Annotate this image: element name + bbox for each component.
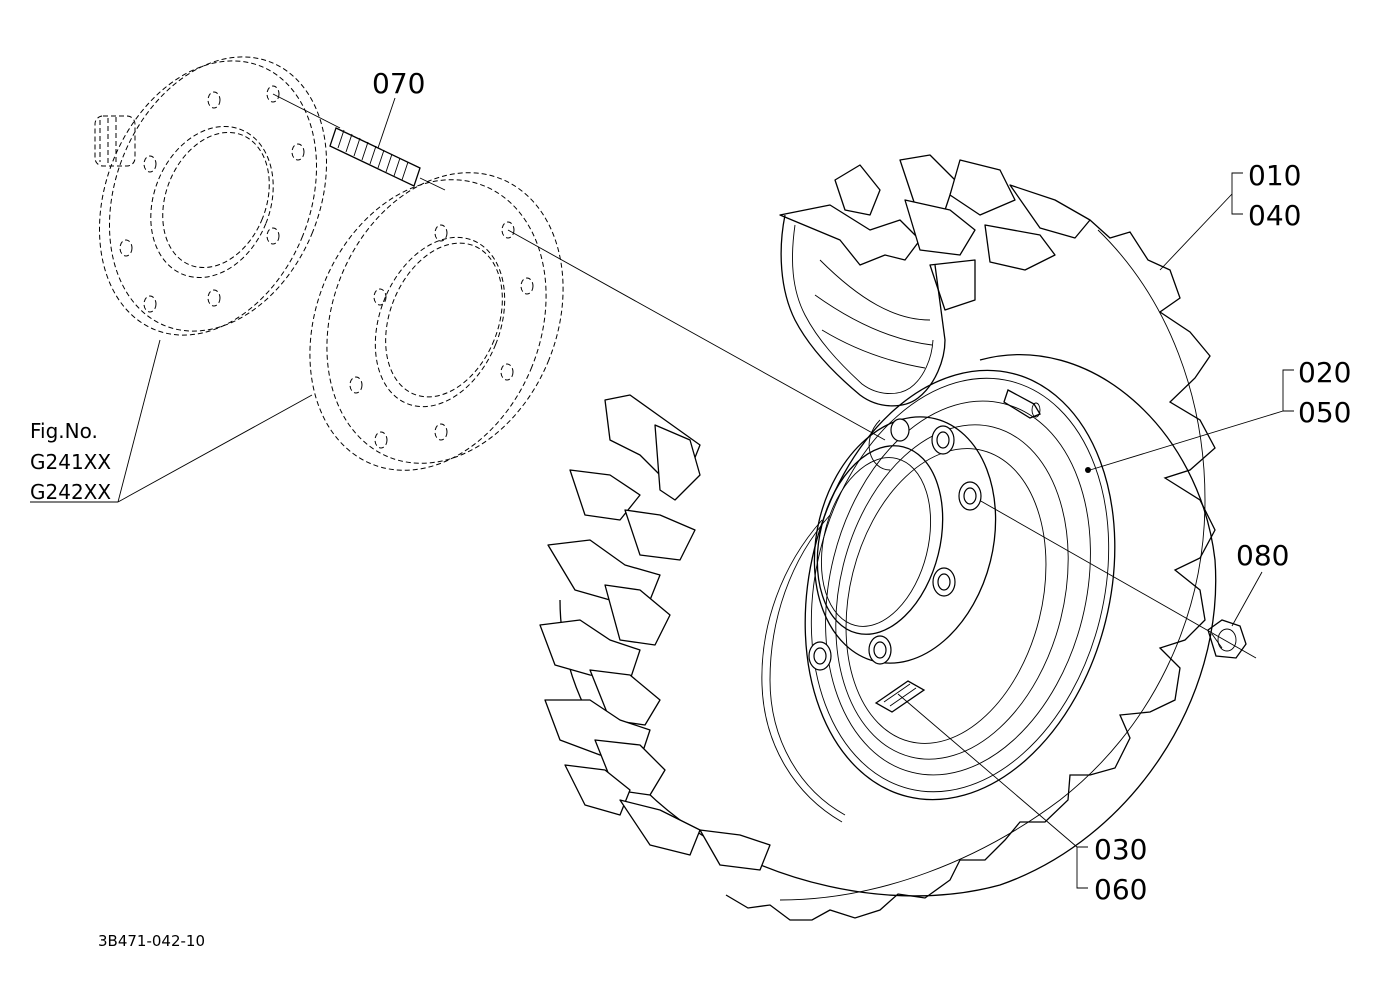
callout-080: 080 bbox=[1236, 539, 1289, 572]
fig-number: G242XX bbox=[30, 480, 111, 504]
drawing-code: 3B471-042-10 bbox=[98, 932, 205, 950]
callout-060: 060 bbox=[1094, 873, 1147, 906]
wheel-nut bbox=[1207, 619, 1247, 659]
wheel-rim bbox=[804, 369, 1116, 801]
fig-number: G241XX bbox=[30, 450, 111, 474]
callout-010: 010 bbox=[1248, 159, 1301, 192]
callout-020: 020 bbox=[1298, 356, 1351, 389]
stud-bolt bbox=[329, 127, 421, 187]
fig-no-label: Fig.No. bbox=[30, 419, 98, 443]
center-line bbox=[419, 177, 446, 191]
callout-030: 030 bbox=[1094, 833, 1147, 866]
hub-flange bbox=[94, 56, 328, 336]
label-plate bbox=[874, 680, 926, 713]
leader-lines bbox=[30, 97, 1294, 889]
spacer-flange bbox=[309, 172, 564, 471]
callout-070: 070 bbox=[372, 67, 425, 100]
callout-040: 040 bbox=[1248, 199, 1301, 232]
callout-050: 050 bbox=[1298, 396, 1351, 429]
center-line bbox=[272, 93, 341, 129]
air-valve bbox=[1003, 389, 1041, 419]
tire bbox=[539, 154, 1217, 921]
center-line bbox=[507, 229, 886, 441]
